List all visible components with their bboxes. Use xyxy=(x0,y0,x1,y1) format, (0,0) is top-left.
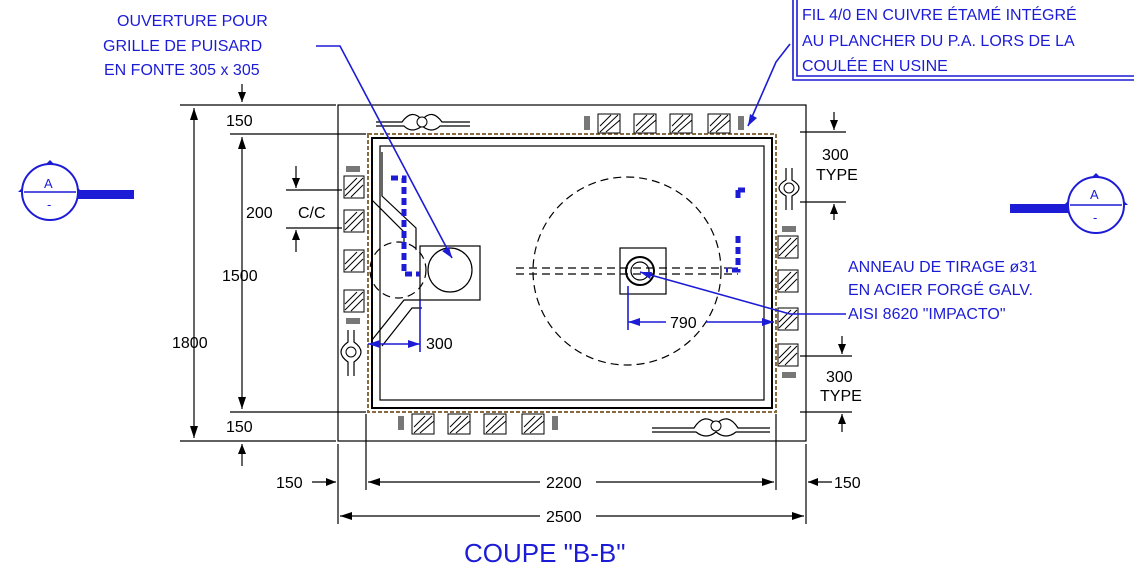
outer-wall xyxy=(337,104,807,442)
dim-left-wall: 150 xyxy=(276,475,303,492)
section-marker-left xyxy=(18,160,134,221)
grate-pipe xyxy=(427,247,473,293)
knockouts-left xyxy=(343,166,365,324)
note-ring-line2: EN ACIER FORGÉ GALV. xyxy=(848,280,1033,299)
drawing-title: COUPE "B-B" xyxy=(464,538,625,568)
manhole xyxy=(516,176,745,366)
note-grate-line1: OUVERTURE POUR xyxy=(117,13,268,30)
dim-inner-width: 2200 xyxy=(546,475,582,492)
note-copper-line3: COULÉE EN USINE xyxy=(802,56,948,75)
dim-type-top-label: TYPE xyxy=(816,167,858,184)
marker-right-letter: A xyxy=(1090,187,1099,202)
dim-top-wall: 150 xyxy=(226,113,253,130)
marker-right-sheet: - xyxy=(1093,210,1097,225)
dimension-lines xyxy=(180,84,852,524)
dim-total-width: 2500 xyxy=(546,509,582,526)
dim-type-bottom-value: 300 xyxy=(826,369,853,386)
note-ring-line1: ANNEAU DE TIRAGE ø31 xyxy=(848,259,1037,276)
dim-ring-offset: 790 xyxy=(670,315,697,332)
note-ring-line3: AISI 8620 "IMPACTO" xyxy=(848,306,1006,323)
sump xyxy=(369,152,481,347)
sump-dashed-circle xyxy=(369,241,427,299)
note-copper-line1: FIL 4/0 EN CUIVRE ÉTAMÉ INTÉGRÉ xyxy=(802,5,1077,24)
chamber-outline xyxy=(337,104,807,442)
dim-type-bottom-label: TYPE xyxy=(820,388,862,405)
knockouts-bottom xyxy=(398,413,558,435)
note-grate-line2: GRILLE DE PUISARD xyxy=(103,38,262,55)
inner-wall-b xyxy=(379,145,765,401)
copper-ground-wire xyxy=(367,133,777,413)
knockouts-right xyxy=(777,226,799,378)
ring-plate xyxy=(619,247,667,295)
dim-type-top-value: 300 xyxy=(822,147,849,164)
dim-bottom-wall: 150 xyxy=(226,419,253,436)
marker-left-letter: A xyxy=(44,176,53,191)
pulling-ring xyxy=(625,256,655,286)
dim-total-height: 1800 xyxy=(172,335,208,352)
knockouts-top xyxy=(584,113,744,134)
inner-wall-a xyxy=(371,137,773,409)
manhole-dashed-circle xyxy=(532,176,722,366)
blue-leaders xyxy=(316,0,1134,352)
dim-cc-suffix: C/C xyxy=(298,205,326,222)
note-grate-line3: EN FONTE 305 x 305 xyxy=(104,62,260,79)
dim-inner-height: 1500 xyxy=(222,268,258,285)
dim-cc-spacing: 200 xyxy=(246,205,273,222)
note-copper-line2: AU PLANCHER DU P.A. LORS DE LA xyxy=(802,33,1075,50)
marker-left-sheet: - xyxy=(47,197,51,212)
dim-sump-offset: 300 xyxy=(426,336,453,353)
dim-right-wall: 150 xyxy=(834,475,861,492)
section-marker-right xyxy=(1010,173,1128,234)
lifting-inserts xyxy=(340,113,800,437)
